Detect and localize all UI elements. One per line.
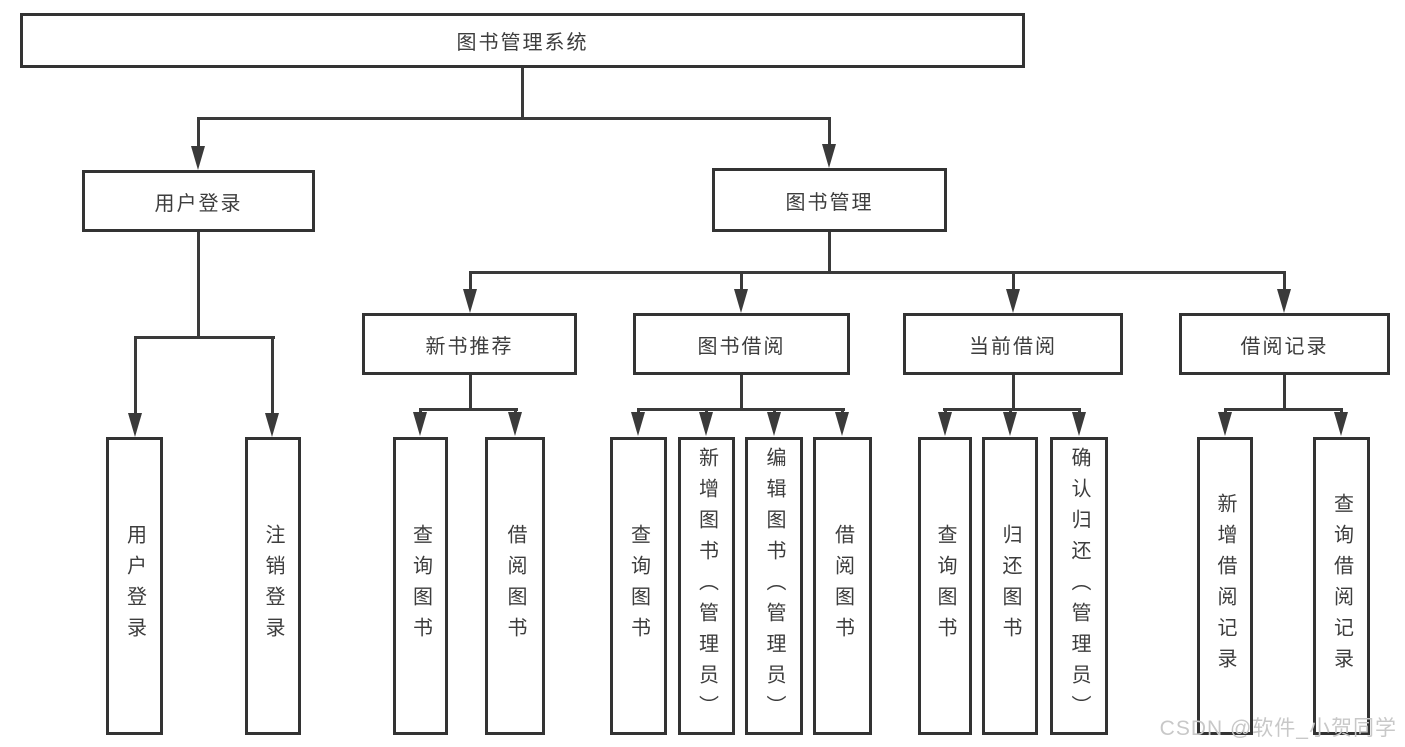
- connector-line: [637, 408, 845, 411]
- connector-line: [1283, 375, 1286, 409]
- arrow-down-icon: [835, 412, 849, 436]
- arrow-down-icon: [265, 413, 279, 437]
- leaf-confirm-return-admin: 确认归还（管理员）: [1050, 437, 1108, 735]
- connector-line: [1340, 408, 1343, 414]
- connector-line: [1224, 408, 1227, 414]
- connector-line: [521, 68, 524, 120]
- arrow-down-icon: [463, 289, 477, 313]
- connector-line: [1012, 271, 1015, 291]
- arrow-down-icon: [822, 144, 836, 168]
- arrow-down-icon: [767, 412, 781, 436]
- connector-line: [944, 408, 947, 414]
- arrow-down-icon: [128, 413, 142, 437]
- connector-line: [705, 408, 708, 414]
- connector-line: [469, 375, 472, 409]
- arrow-down-icon: [508, 412, 522, 436]
- connector-line: [943, 408, 1081, 411]
- leaf-query-books-borrowing: 查询图书: [610, 437, 667, 735]
- node-current-borrowing: 当前借阅: [903, 313, 1123, 375]
- leaf-borrow-books-recommend: 借阅图书: [485, 437, 545, 735]
- connector-line: [1012, 375, 1015, 409]
- arrow-down-icon: [413, 412, 427, 436]
- leaf-add-book-admin: 新增图书（管理员）: [678, 437, 735, 735]
- connector-line: [841, 408, 844, 414]
- arrow-down-icon: [1277, 289, 1291, 313]
- arrow-down-icon: [191, 146, 205, 170]
- leaf-query-borrow-record: 查询借阅记录: [1313, 437, 1370, 735]
- connector-line: [197, 117, 831, 120]
- csdn-watermark: CSDN @软件_小贺同学: [1159, 717, 1397, 740]
- connector-line: [514, 408, 517, 414]
- arrow-down-icon: [938, 412, 952, 436]
- arrow-down-icon: [1006, 289, 1020, 313]
- node-new-book-recommend: 新书推荐: [362, 313, 577, 375]
- leaf-query-books-current: 查询图书: [918, 437, 972, 735]
- arrow-down-icon: [1003, 412, 1017, 436]
- connector-line: [419, 408, 422, 414]
- arrow-down-icon: [631, 412, 645, 436]
- leaf-edit-book-admin: 编辑图书（管理员）: [745, 437, 803, 735]
- leaf-query-books-recommend: 查询图书: [393, 437, 448, 735]
- leaf-user-login: 用户登录: [106, 437, 163, 735]
- connector-line: [828, 232, 831, 274]
- connector-line: [271, 336, 274, 414]
- connector-line: [1224, 408, 1343, 411]
- connector-line: [740, 271, 743, 291]
- leaf-return-book: 归还图书: [982, 437, 1038, 735]
- connector-line: [1009, 408, 1012, 414]
- leaf-logout: 注销登录: [245, 437, 301, 735]
- node-root: 图书管理系统: [20, 13, 1025, 68]
- connector-line: [773, 408, 776, 414]
- arrow-down-icon: [1218, 412, 1232, 436]
- connector-line: [740, 375, 743, 409]
- arrow-down-icon: [734, 289, 748, 313]
- leaf-add-borrow-record: 新增借阅记录: [1197, 437, 1253, 735]
- connector-line: [469, 271, 472, 291]
- leaf-borrow-books-borrowing: 借阅图书: [813, 437, 872, 735]
- arrow-down-icon: [1072, 412, 1086, 436]
- connector-line: [469, 271, 1286, 274]
- node-book-borrowing: 图书借阅: [633, 313, 850, 375]
- node-book-management: 图书管理: [712, 168, 947, 232]
- connector-line: [419, 408, 518, 411]
- connector-line: [828, 117, 831, 146]
- connector-line: [1078, 408, 1081, 414]
- connector-line: [134, 336, 137, 414]
- connector-line: [637, 408, 640, 414]
- arrow-down-icon: [1334, 412, 1348, 436]
- connector-line: [134, 336, 275, 339]
- connector-line: [1283, 271, 1286, 291]
- node-borrowing-records: 借阅记录: [1179, 313, 1390, 375]
- node-user-login: 用户登录: [82, 170, 315, 232]
- arrow-down-icon: [699, 412, 713, 436]
- connector-line: [197, 117, 200, 148]
- connector-line: [197, 232, 200, 337]
